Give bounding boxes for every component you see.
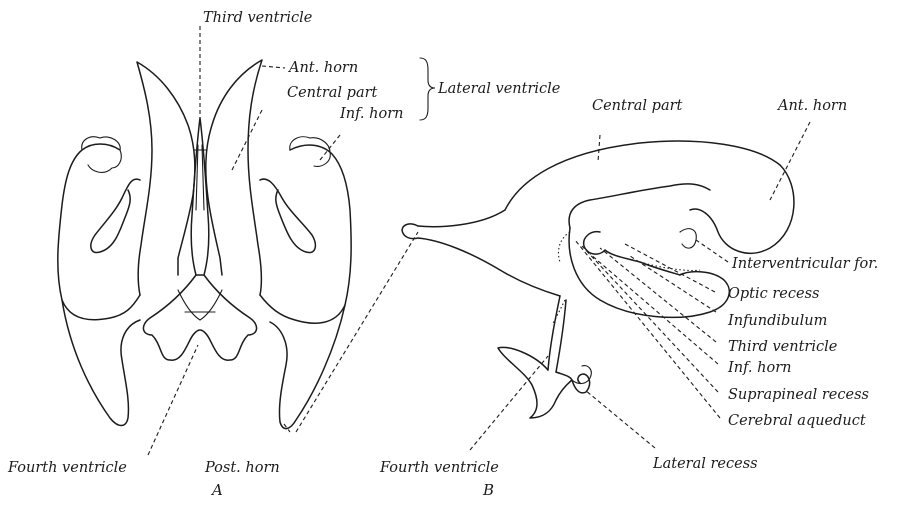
b-cerebral-aqueduct-leader (575, 240, 720, 418)
b-optic-recess-leader (625, 244, 715, 292)
b-label-suprapineal: Suprapineal recess (728, 387, 869, 403)
b-cerebral-aqueduct (548, 296, 566, 372)
a-label-third-ventricle: Third ventricle (203, 10, 312, 26)
a-label-post-horn: Post. horn (204, 460, 280, 476)
a-label-lateral-ventricle: Lateral ventricle (437, 81, 560, 97)
b-label-infundibulum: Infundibulum (727, 313, 827, 329)
b-interventricular-leader (696, 240, 728, 262)
b-label-fourth-ventricle: Fourth ventricle (379, 460, 499, 476)
a-label-ant-horn: Ant. horn (287, 60, 358, 76)
a-left-lateral-ventricle (137, 62, 195, 295)
a-label-inf-horn: Inf. horn (339, 106, 403, 122)
a-ant-horn-leader (262, 66, 285, 68)
b-label-interventricular: Interventricular for. (731, 256, 878, 272)
a-fourth-ventricle-leader (148, 345, 198, 455)
a-fourth-ventricle (143, 275, 256, 360)
a-left-inferior-horn (58, 144, 140, 320)
a-right-inferior-horn (260, 145, 351, 323)
b-label-optic-recess: Optic recess (728, 286, 819, 302)
b-inf-horn-leader (590, 254, 718, 364)
b-interventricular-foramen (680, 229, 696, 248)
b-infundibulum-leader (630, 256, 716, 312)
b-lateral-recess-leader (585, 390, 655, 448)
a-right-posterior-horn (270, 305, 345, 429)
a-third-ventricle (191, 118, 209, 275)
a-figure-letter: A (210, 481, 223, 499)
b-suprapineal-leader (582, 246, 718, 392)
b-figure-letter: B (482, 481, 494, 499)
b-inferior-horn (402, 224, 560, 296)
a-fourth-ventricle-inner (178, 290, 222, 320)
a-left-inferior-horn-lobe (82, 137, 122, 173)
a-lateral-ventricle-brace (420, 58, 435, 120)
b-label-central-part: Central part (592, 98, 683, 114)
b-cross-leader (296, 232, 418, 432)
b-posterior-loop (569, 228, 729, 317)
a-label-central-part: Central part (287, 85, 378, 101)
b-label-ant-horn: Ant. horn (776, 98, 847, 114)
b-central-part-inner (569, 184, 710, 228)
b-central-part-leader (598, 135, 600, 162)
b-label-third-ventricle: Third ventricle (728, 339, 837, 355)
a-label-fourth-ventricle: Fourth ventricle (7, 460, 127, 476)
a-central-part-leader (232, 110, 262, 170)
b-label-inf-horn: Inf. horn (727, 360, 791, 376)
a-right-inferior-horn-lobe (290, 137, 330, 167)
b-label-cerebral-aqueduct: Cerebral aqueduct (728, 413, 866, 429)
a-right-lateral-ventricle (206, 60, 262, 295)
figure-a-drawing (58, 26, 435, 455)
b-label-lateral-recess: Lateral recess (652, 456, 758, 472)
b-ant-horn-leader (770, 122, 810, 200)
